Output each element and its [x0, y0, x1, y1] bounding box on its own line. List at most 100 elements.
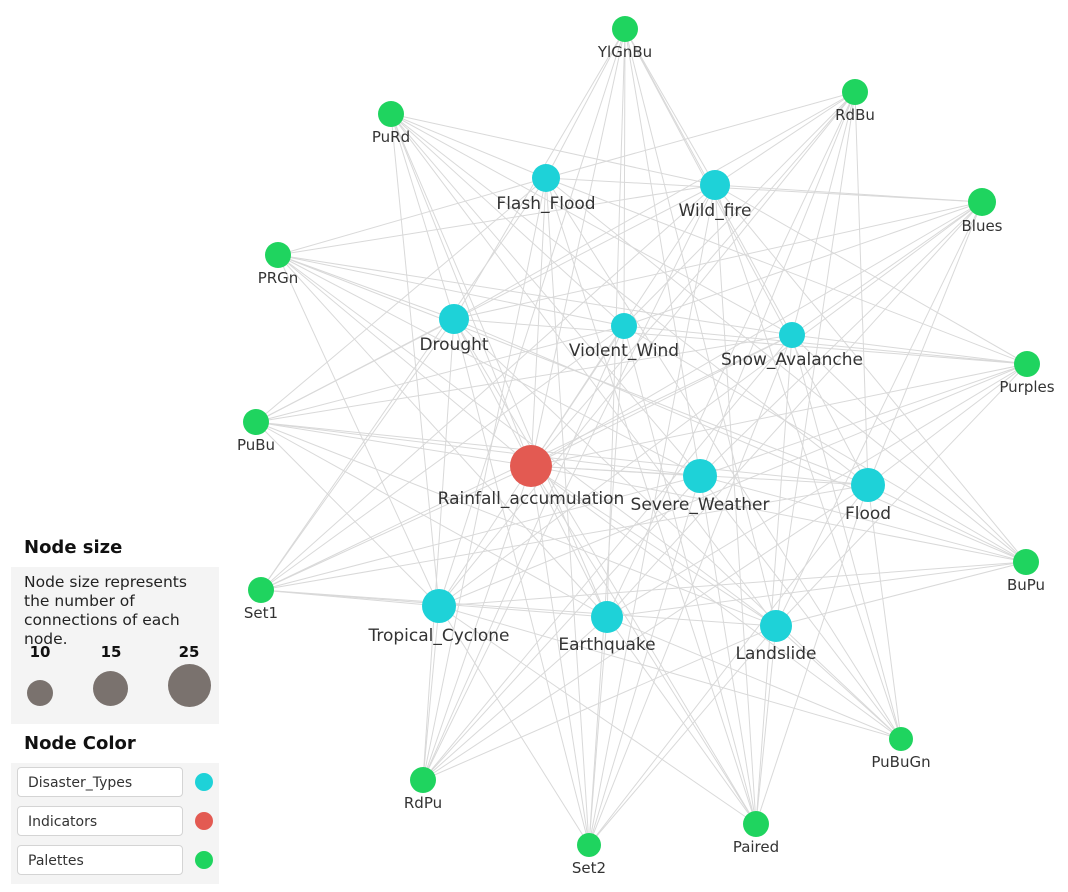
edge-rainfall_accumulation-landslide [530, 465, 777, 627]
edge-flash_flood-purd [390, 113, 547, 179]
edge-flood-paired [755, 484, 869, 825]
edge-drought-bupu [453, 318, 1027, 563]
node-label-flash-flood: Flash_Flood [496, 194, 595, 214]
node-set1[interactable] [248, 577, 274, 603]
node-snow-avalanche[interactable] [779, 322, 805, 348]
legend-size-label-15: 15 [100, 643, 122, 661]
edge-severe_weather-purd [390, 113, 701, 477]
edge-tropical_cyclone-ylgnbu [438, 28, 626, 607]
node-label-prgn: PRGn [258, 269, 299, 287]
edge-rainfall_accumulation-set2 [530, 465, 590, 846]
node-flash-flood[interactable] [532, 164, 560, 192]
legend-dot-indicator [195, 812, 213, 830]
edge-severe_weather-blues [699, 201, 983, 477]
node-label-drought: Drought [419, 335, 488, 355]
edge-landslide-pubugn [775, 625, 902, 740]
edge-wild_fire-paired [714, 184, 757, 825]
edge-landslide-purd [390, 113, 777, 627]
edge-severe_weather-set2 [588, 475, 701, 846]
edge-layer [255, 28, 1028, 846]
node-label-rainfall-accumulation: Rainfall_accumulation [438, 489, 625, 509]
node-violent-wind[interactable] [611, 313, 637, 339]
edge-tropical_cyclone-pubu [255, 421, 440, 607]
edge-rainfall_accumulation-tropical_cyclone [438, 465, 532, 607]
node-label-ylgnbu: YlGnBu [597, 43, 652, 61]
edge-wild_fire-rdpu [422, 184, 716, 781]
node-label-rdpu: RdPu [404, 794, 442, 812]
edge-drought-set2 [453, 318, 590, 846]
edge-rainfall_accumulation-rdbu [530, 91, 856, 467]
edge-earthquake-paired [606, 616, 757, 825]
edge-violent_wind-blues [623, 201, 983, 327]
node-pubu[interactable] [243, 409, 269, 435]
edge-earthquake-purples [606, 363, 1028, 618]
node-rainfall-accumulation[interactable] [510, 445, 552, 487]
legend-size-label-10: 10 [29, 643, 51, 661]
edge-wild_fire-purples [714, 184, 1028, 365]
edge-drought-prgn [277, 254, 455, 320]
node-drought[interactable] [439, 304, 469, 334]
node-severe-weather[interactable] [683, 459, 717, 493]
node-pubugn[interactable] [889, 727, 913, 751]
legend-color-box: Disaster_Types Indicators Palettes [11, 763, 219, 884]
edge-rainfall_accumulation-prgn [277, 254, 532, 467]
node-ylgnbu[interactable] [612, 16, 638, 42]
node-label-snow-avalanche: Snow_Avalanche [721, 350, 863, 370]
edge-landslide-blues [775, 201, 983, 627]
edge-flood-purd [390, 113, 869, 486]
edge-snow_avalanche-bupu [791, 334, 1027, 563]
edge-wild_fire-blues [714, 184, 983, 203]
edge-flash_flood-bupu [545, 177, 1027, 563]
node-blues[interactable] [968, 188, 996, 216]
node-label-bupu: BuPu [1007, 576, 1045, 594]
node-paired[interactable] [743, 811, 769, 837]
edge-wild_fire-prgn [277, 184, 716, 256]
node-label-purd: PuRd [372, 128, 410, 146]
edge-tropical_cyclone-rdbu [438, 91, 856, 607]
node-prgn[interactable] [265, 242, 291, 268]
edge-violent_wind-set1 [260, 325, 625, 591]
node-earthquake[interactable] [591, 601, 623, 633]
label-layer: YlGnBuRdBuPuRdBluesPRGnPurplesPuBuBuPuSe… [237, 43, 1055, 877]
node-purd[interactable] [378, 101, 404, 127]
edge-tropical_cyclone-purd [390, 113, 440, 607]
node-bupu[interactable] [1013, 549, 1039, 575]
edge-landslide-pubu [255, 421, 777, 627]
edge-tropical_cyclone-set2 [438, 605, 590, 846]
edge-rainfall_accumulation-flash_flood [530, 177, 547, 467]
node-label-violent-wind: Violent_Wind [569, 341, 679, 361]
edge-landslide-bupu [775, 561, 1027, 627]
node-flood[interactable] [851, 468, 885, 502]
edge-violent_wind-purples [623, 325, 1028, 365]
edge-rainfall_accumulation-set1 [260, 465, 532, 591]
legend-size-label-25: 25 [178, 643, 200, 661]
node-landslide[interactable] [760, 610, 792, 642]
edge-landslide-ylgnbu [624, 28, 777, 627]
node-label-blues: Blues [961, 217, 1002, 235]
node-rdbu[interactable] [842, 79, 868, 105]
node-wild-fire[interactable] [700, 170, 730, 200]
edge-snow_avalanche-rdpu [422, 334, 793, 781]
edge-wild_fire-rdbu [714, 91, 856, 186]
node-label-earthquake: Earthquake [558, 635, 655, 655]
edge-flash_flood-set2 [545, 177, 590, 846]
edge-flood-prgn [277, 254, 869, 486]
node-set2[interactable] [577, 833, 601, 857]
node-label-set1: Set1 [244, 604, 278, 622]
node-tropical-cyclone[interactable] [422, 589, 456, 623]
edge-rainfall_accumulation-ylgnbu [530, 28, 626, 467]
edge-earthquake-pubugn [606, 616, 902, 740]
edge-severe_weather-ylgnbu [624, 28, 701, 477]
edge-snow_avalanche-pubugn [791, 334, 902, 740]
legend-item-indicators: Indicators [17, 806, 183, 836]
node-purples[interactable] [1014, 351, 1040, 377]
edge-severe_weather-pubu [255, 421, 701, 477]
edge-severe_weather-rdbu [699, 91, 856, 477]
node-rdpu[interactable] [410, 767, 436, 793]
edge-snow_avalanche-prgn [277, 254, 793, 336]
edge-snow_avalanche-purd [390, 113, 793, 336]
edge-tropical_cyclone-blues [438, 201, 983, 607]
edge-tropical_cyclone-prgn [277, 254, 440, 607]
edge-earthquake-prgn [277, 254, 608, 618]
